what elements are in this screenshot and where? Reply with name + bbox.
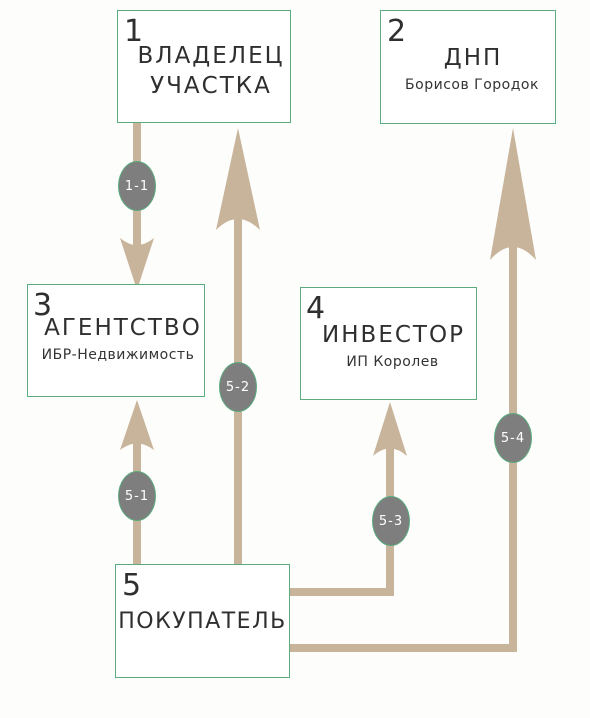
owner-title-line-1: ВЛАДЕЛЕЦ [137,43,285,69]
agency-box: 3 АГЕНТСТВО ИБР-Недвижимость [27,284,205,397]
arrow-5-4-line [289,170,517,652]
flow-badge-5-1: 5-1 [118,471,156,521]
dnp-title: ДНП [443,45,503,71]
arrow-5-4-head [490,128,536,260]
investor-subtitle: ИП Королев [346,354,439,370]
box-1-number: 1 [124,14,144,49]
flow-badge-1-1: 1-1 [118,161,156,211]
box-4-number: 4 [306,291,326,326]
agency-title: АГЕНТСТВО [44,315,202,341]
flow-badge-5-4: 5-4 [494,413,532,463]
dnp-box: 2 ДНП Борисов Городок [380,10,556,124]
flow-badge-5-2: 5-2 [219,362,257,412]
owner-title-line-2: УЧАСТКА [150,73,272,99]
arrow-5-3-line [289,440,394,596]
arrow-1-1-head [120,238,154,290]
agency-subtitle: ИБР-Недвижимость [41,347,195,363]
investor-title: ИНВЕСТОР [322,322,465,348]
box-5-number: 5 [122,568,142,603]
arrow-5-3-head [373,402,407,456]
flow-badge-5-3: 5-3 [372,496,410,546]
box-2-number: 2 [387,14,407,49]
investor-box: 4 ИНВЕСТОР ИП Королев [300,287,477,400]
dnp-subtitle: Борисов Городок [405,77,539,93]
owner-box: 1 ВЛАДЕЛЕЦ УЧАСТКА [117,10,291,123]
arrow-5-1-head [120,400,154,450]
arrow-5-2-head [216,128,260,230]
buyer-box: 5 ПОКУПАТЕЛЬ [115,564,290,678]
box-3-number: 3 [33,288,53,323]
buyer-title: ПОКУПАТЕЛЬ [118,609,287,634]
